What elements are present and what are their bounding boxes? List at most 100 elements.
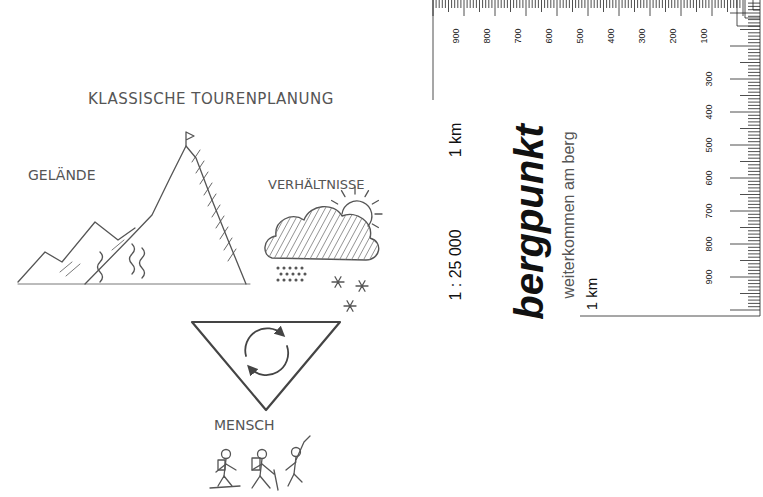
ruler-tick <box>748 82 760 83</box>
ruler-tick <box>748 118 760 119</box>
ruler-tick <box>454 0 455 8</box>
ruler-tick <box>724 0 725 8</box>
ruler-tick <box>748 184 760 185</box>
ruler-tick <box>730 277 760 278</box>
ruler-tick <box>740 227 760 228</box>
water-squiggle <box>98 252 103 282</box>
rain-dot <box>301 279 303 281</box>
ruler-tick <box>748 52 760 53</box>
ruler-tick <box>615 0 616 8</box>
ruler-tick <box>748 151 760 152</box>
ruler-tick <box>740 194 760 195</box>
figure-head <box>222 450 231 459</box>
rain-dot <box>283 279 285 281</box>
ruler-tick <box>748 98 760 99</box>
snowflake <box>332 277 344 287</box>
figure-pack <box>252 458 260 470</box>
ruler-number: 900 <box>452 28 461 43</box>
ruler-number: 700 <box>705 203 714 218</box>
ruler-tick <box>748 171 760 172</box>
ruler-tick <box>591 0 592 8</box>
rain-dot <box>289 279 291 281</box>
rain-dot <box>295 267 297 269</box>
human-label: MENSCH <box>214 418 275 432</box>
ruler-tick <box>665 0 666 12</box>
ruler-tick <box>748 125 760 126</box>
ruler-tick <box>646 0 647 8</box>
ruler-number: 800 <box>705 236 714 251</box>
figure-limbs <box>286 436 310 486</box>
ruler-number: 300 <box>638 28 647 43</box>
ruler-tick <box>566 0 567 8</box>
ruler-tick <box>748 55 760 56</box>
ruler-tick <box>708 0 709 8</box>
ruler-tick <box>748 303 760 304</box>
cycle-arrow <box>250 346 288 375</box>
ruler-tick <box>748 154 760 155</box>
ruler-tick <box>748 237 760 238</box>
ruler-tick <box>668 0 669 8</box>
ruler-tick <box>460 0 461 8</box>
ruler-tick <box>588 0 589 16</box>
ruler-tick <box>748 32 760 33</box>
ruler-tick <box>550 0 551 8</box>
rain-dot <box>286 273 288 275</box>
ruler-tick <box>748 250 760 251</box>
ruler-tick <box>730 244 760 245</box>
ruler-tick <box>718 0 719 8</box>
ruler-tick <box>748 247 760 248</box>
snowflake <box>344 301 356 311</box>
ruler-tick <box>748 290 760 291</box>
ruler-tick <box>619 0 620 16</box>
ruler-tick <box>748 69 760 70</box>
summit-flag <box>186 132 194 146</box>
ruler-tick <box>495 0 496 16</box>
ruler-tick <box>603 0 604 12</box>
ruler-tick <box>748 306 760 307</box>
ruler-tick <box>687 0 688 8</box>
ruler-tick <box>748 19 760 20</box>
ruler-tick <box>748 191 760 192</box>
ruler-tick <box>501 0 502 8</box>
ruler-tick <box>748 16 760 17</box>
ruler-tick <box>748 22 760 23</box>
ruler-tick <box>740 62 760 63</box>
ruler-number: 500 <box>576 28 585 43</box>
ruler-tick <box>535 0 536 8</box>
mountain-hatching <box>60 240 124 276</box>
ruler-tick <box>748 49 760 50</box>
mountain-hatching <box>192 150 236 261</box>
ruler-tick <box>730 79 760 80</box>
ruler-tick <box>730 112 760 113</box>
ruler-tick <box>748 108 760 109</box>
ruler-tick <box>482 0 483 8</box>
rain-dot <box>301 267 303 269</box>
ruler-tick <box>526 0 527 16</box>
scale-distance: 1 km <box>584 278 599 311</box>
ruler-tick <box>748 283 760 284</box>
ruler-tick <box>684 0 685 8</box>
ruler-tick <box>547 0 548 8</box>
ruler-tick <box>476 0 477 8</box>
ruler-tick <box>507 0 508 8</box>
ruler-tick <box>721 0 722 8</box>
ruler-tick <box>600 0 601 8</box>
ruler-end-line <box>433 0 434 100</box>
person-figure <box>286 436 310 486</box>
figure-head <box>258 450 267 459</box>
cloud-hatching <box>250 196 440 270</box>
ruler-tick <box>748 273 760 274</box>
rain-dot <box>292 273 294 275</box>
ruler-tick <box>748 39 760 40</box>
ruler-tick <box>748 240 760 241</box>
ruler-tick <box>748 85 760 86</box>
ruler-tick <box>748 181 760 182</box>
ruler-tick <box>702 0 703 8</box>
ruler-tick <box>696 0 697 12</box>
ruler-tick <box>519 0 520 8</box>
mountain-outline <box>18 284 250 285</box>
ruler-tick <box>578 0 579 8</box>
ruler-tick <box>690 0 691 8</box>
scale-ruler <box>433 0 760 316</box>
ruler-tick <box>748 234 760 235</box>
